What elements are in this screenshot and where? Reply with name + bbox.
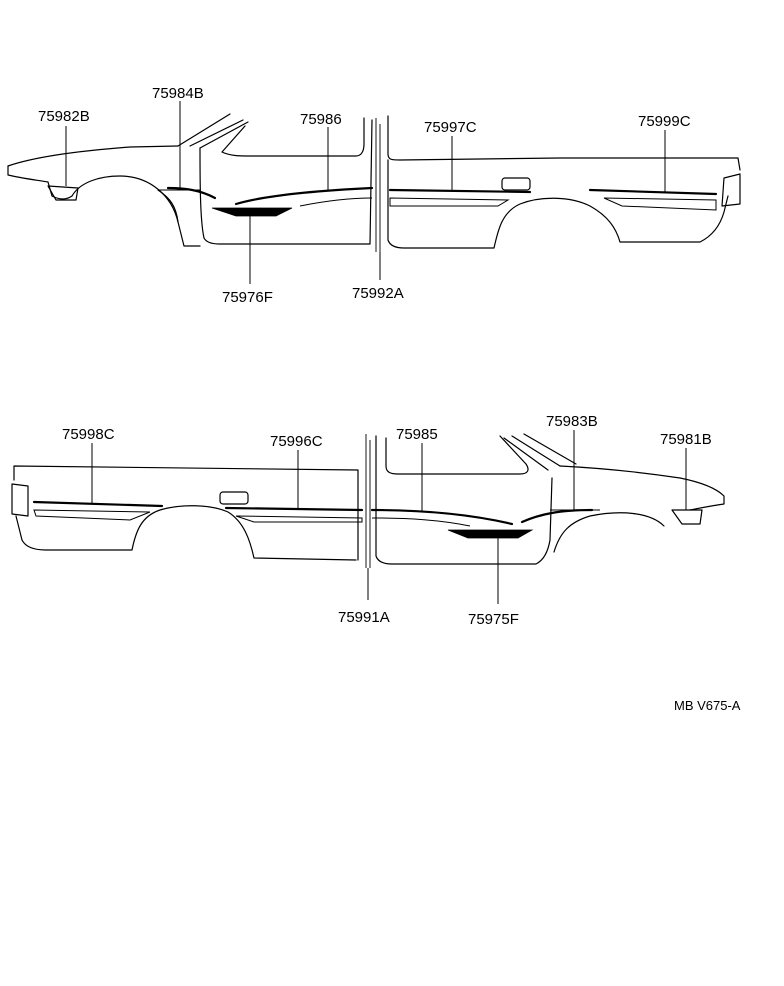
upper-windshield — [177, 113, 249, 149]
upper-stripe-75999C-lower — [603, 197, 717, 211]
lower-stripe-75985 — [370, 508, 514, 526]
label-75984B: 75984B — [152, 85, 204, 102]
upper-leaders — [65, 101, 666, 284]
upper-stripe-75986-lower — [299, 197, 373, 207]
label-75975F: 75975F — [468, 611, 519, 628]
lower-b-pillar — [365, 434, 371, 568]
upper-front-door — [199, 119, 373, 245]
upper-rocker — [51, 189, 179, 223]
upper-stripe-75984B — [166, 186, 217, 200]
lower-stripe-75998C — [32, 500, 164, 508]
upper-front-wheel-arch — [71, 175, 201, 247]
label-75982B: 75982B — [38, 108, 90, 125]
upper-truck — [7, 113, 741, 252]
lower-rear-lamp — [11, 483, 29, 517]
label-75985: 75985 — [396, 426, 438, 443]
label-75999C: 75999C — [638, 113, 691, 130]
lower-stripe-75998C-lower — [33, 509, 151, 521]
upper-nose — [7, 165, 53, 197]
upper-rear-door-lower — [387, 159, 729, 249]
label-75997C: 75997C — [424, 119, 477, 136]
lower-door-window — [385, 435, 529, 475]
label-75981B: 75981B — [660, 431, 712, 448]
upper-fuel-door — [501, 177, 531, 191]
lower-windshield — [503, 433, 577, 471]
lower-rear-lower — [15, 505, 357, 561]
upper-door-window — [221, 117, 365, 157]
lower-bed-top — [13, 465, 359, 561]
lower-stripe-75996C — [224, 506, 364, 512]
upper-rear-lamp — [721, 173, 741, 207]
lower-front-door — [375, 435, 553, 565]
upper-spear-75976F — [211, 207, 293, 217]
upper-emblem-75982B — [47, 185, 79, 201]
upper-hood-line — [7, 145, 179, 167]
lower-stripe-75983B — [520, 508, 594, 524]
upper-stripe-75986 — [234, 186, 374, 206]
label-75992A: 75992A — [352, 285, 404, 302]
label-75998C: 75998C — [62, 426, 115, 443]
label-75976F: 75976F — [222, 289, 273, 306]
label-75986: 75986 — [300, 111, 342, 128]
drawing-code: MB V675-A — [674, 698, 741, 713]
lower-spear-75975F — [447, 529, 534, 539]
upper-stripe-75997C — [388, 188, 532, 194]
lower-truck — [11, 433, 725, 568]
lower-stripe-75985-lower — [371, 517, 471, 527]
lower-hood — [559, 465, 725, 511]
upper-stripe-75999C — [588, 188, 718, 196]
upper-b-pillar — [375, 118, 381, 252]
lower-leaders — [91, 430, 687, 604]
label-75983B: 75983B — [546, 413, 598, 430]
lower-emblem-75981B — [671, 509, 703, 525]
upper-rear-door — [387, 115, 741, 171]
lower-front-wheel-arch — [553, 512, 665, 553]
upper-stripe-75997C-lower — [389, 197, 510, 207]
lower-fuel-door — [219, 491, 249, 505]
lower-stripe-75996C-lower — [235, 515, 363, 523]
label-75996C: 75996C — [270, 433, 323, 450]
label-75991A: 75991A — [338, 609, 390, 626]
